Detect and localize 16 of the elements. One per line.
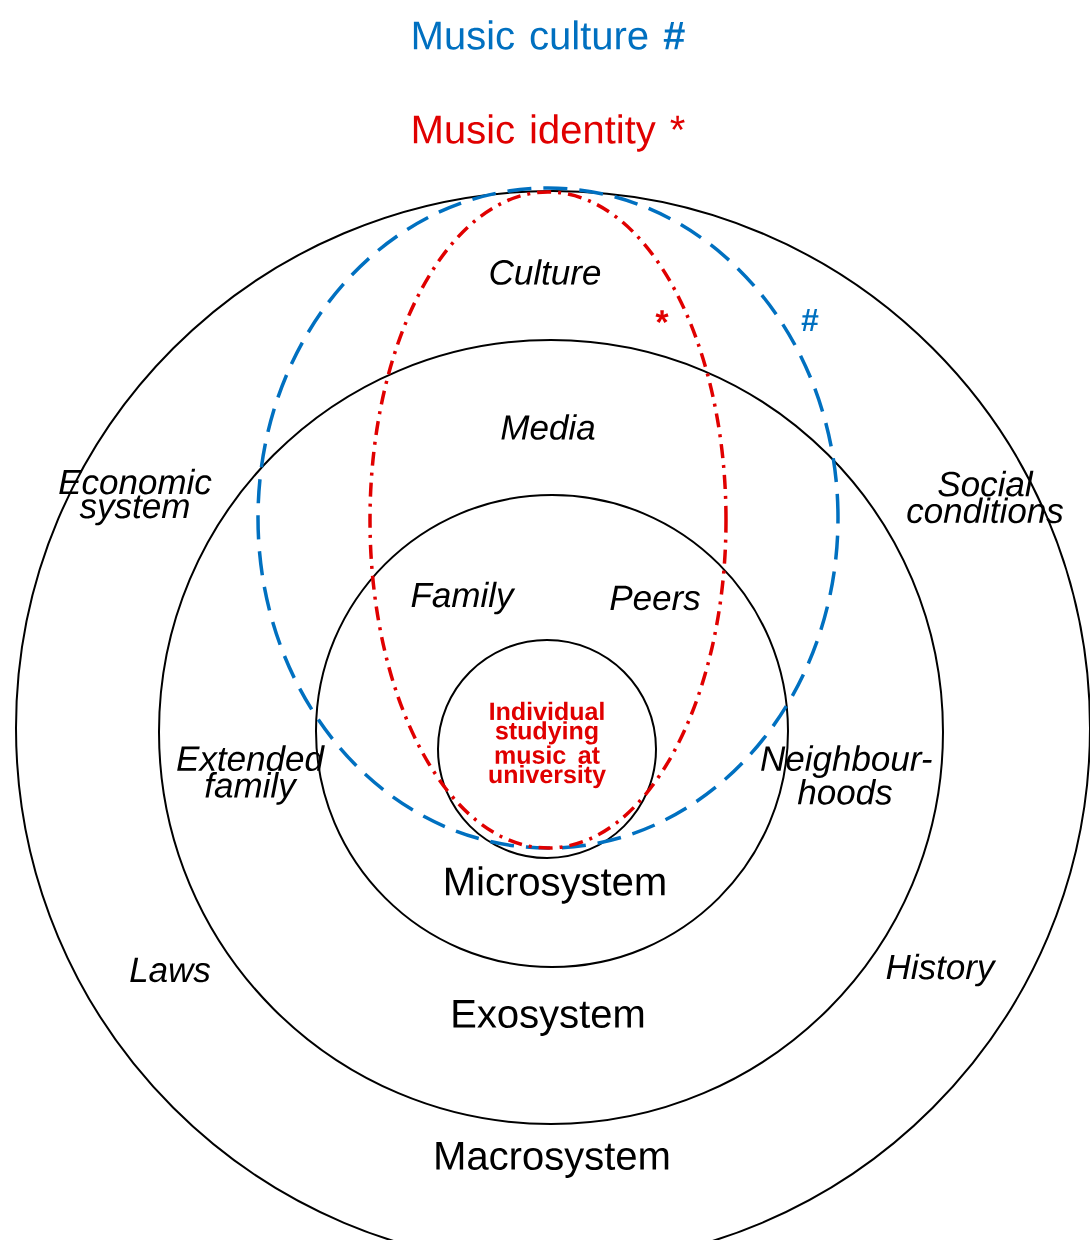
system-label: Exosystem [453,1000,644,1036]
system-circle [437,639,657,859]
ring-label: History [886,953,997,987]
ellipse-marker: * [655,310,669,323]
legend-title: Music culture # [413,20,685,50]
ellipse-marker: # [801,309,819,331]
system-label: Macrosystem [436,1142,669,1178]
center-label: Individual studying music at university [489,701,606,789]
ring-label: Laws [130,957,211,983]
ring-label: Media [501,414,595,440]
ring-label: Peers [610,585,700,611]
legend-title: Music identity * [413,114,685,152]
system-label: Microsystem [446,866,665,904]
dashed-ellipse [368,190,728,850]
ring-label: Family [411,581,516,615]
ring-label: Culture [490,259,601,285]
